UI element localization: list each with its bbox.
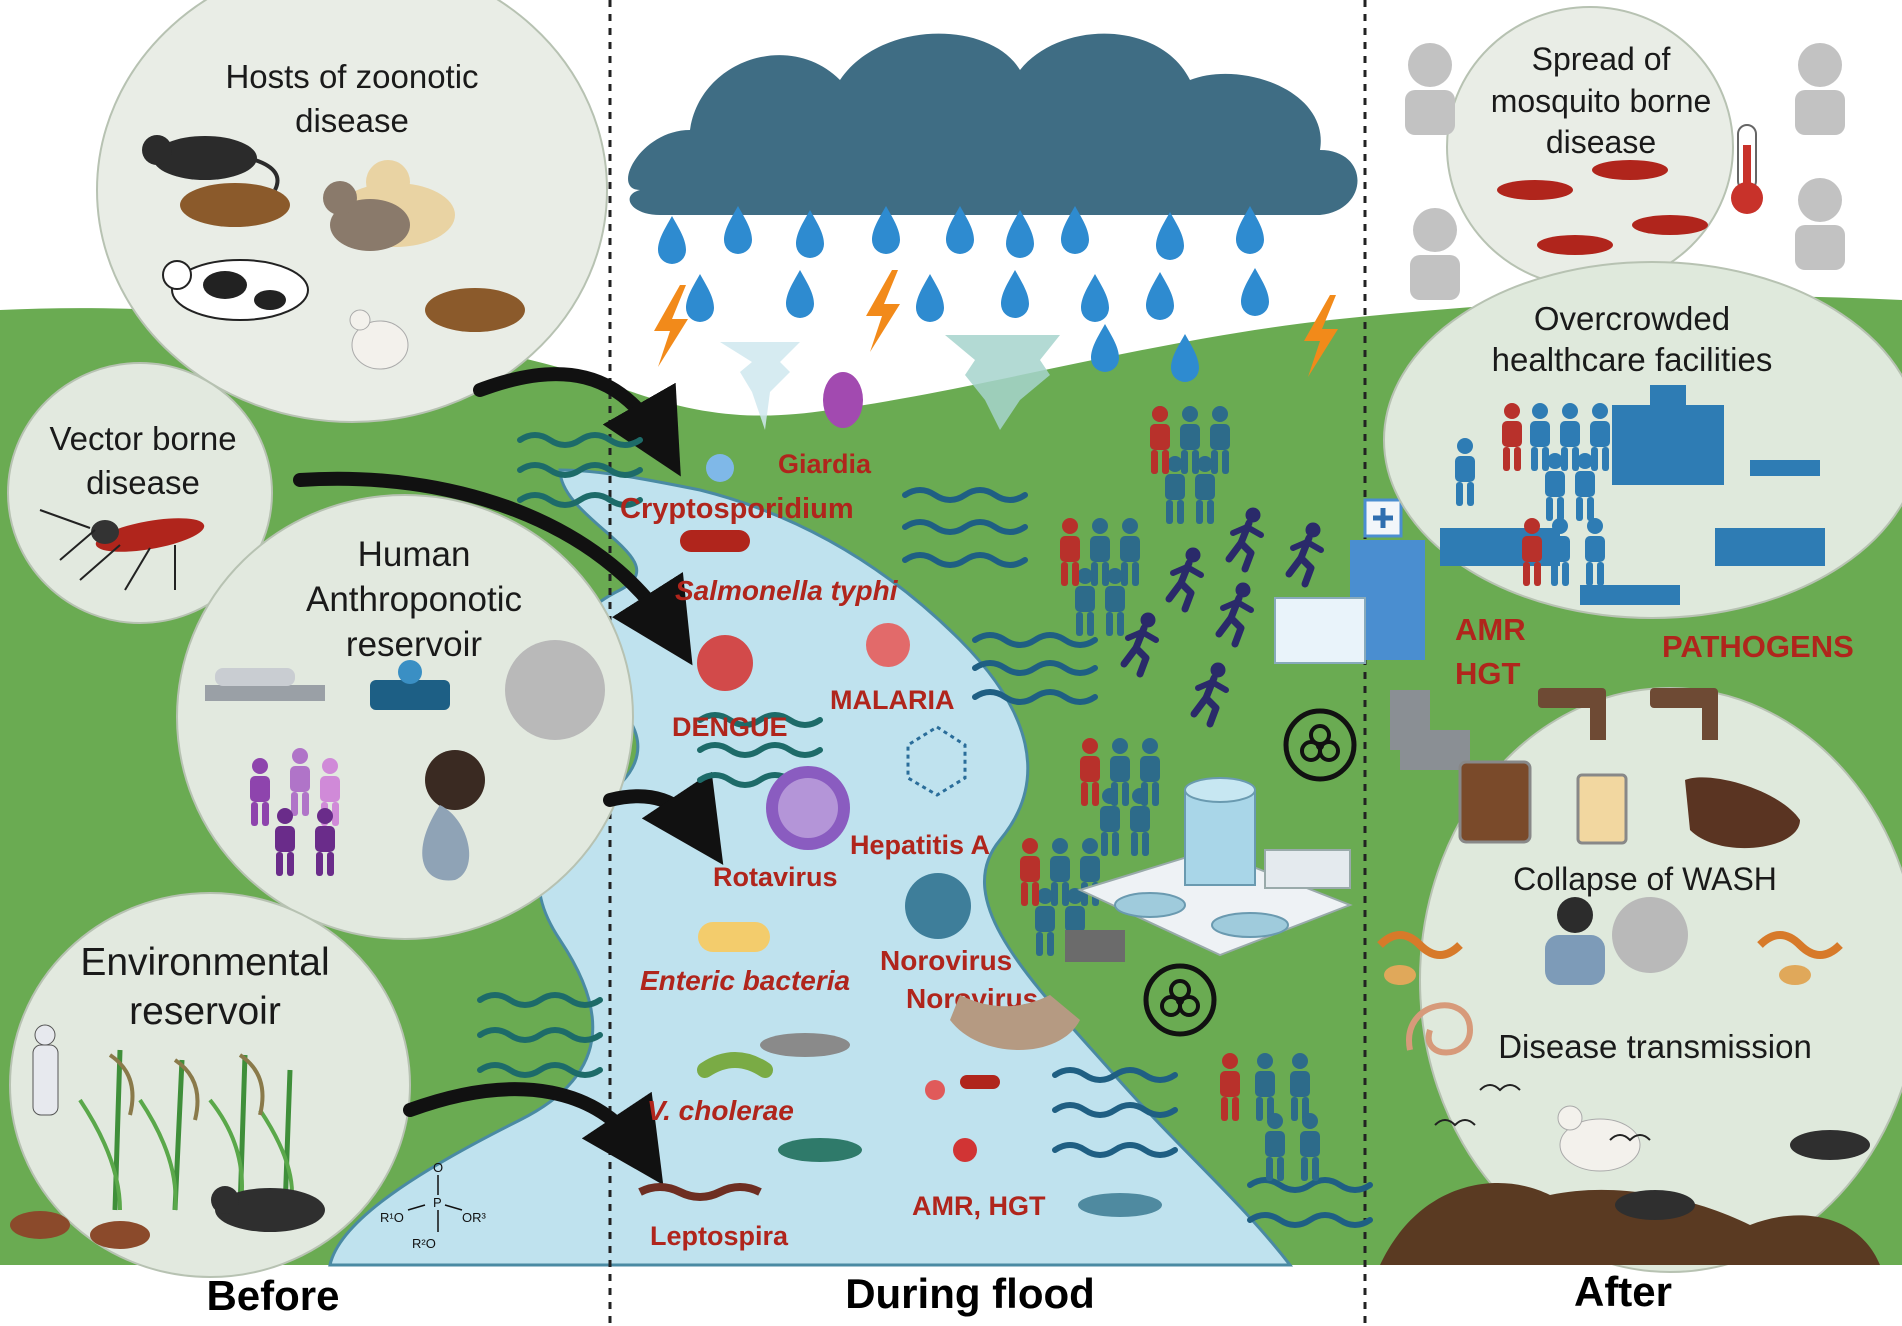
- environmental-bubble: [9, 892, 411, 1278]
- vector-label-1: Vector borne: [49, 420, 236, 457]
- environmental-label-1: Environmental: [80, 941, 329, 984]
- label-rotavirus: Rotavirus: [713, 862, 838, 892]
- zoonotic-animals: [142, 135, 525, 370]
- sick-people-icons: [1405, 43, 1845, 300]
- organophosphate-structure: O P R¹O OR³ R²O: [380, 1160, 487, 1251]
- vector-bubble: [7, 362, 273, 624]
- chem-r3: OR³: [462, 1210, 487, 1225]
- wash-icons: [1458, 760, 1800, 849]
- vector-label-2: disease: [86, 464, 200, 501]
- label-leptospira: Leptospira: [650, 1221, 789, 1251]
- treatment-plant: [1077, 777, 1353, 957]
- mosquito-swarm: [1497, 160, 1708, 255]
- wash-illness-icons: [1377, 897, 1843, 1056]
- pathogen-labels: Giardia Cryptosporidium Salmonella typhi…: [620, 449, 1046, 1251]
- anthroponotic-label-3: reservoir: [346, 625, 482, 664]
- phase-during: During flood: [845, 1270, 1095, 1317]
- after-pathogens: PATHOGENS: [1662, 629, 1854, 664]
- healthcare-label-2: healthcare facilities: [1492, 341, 1773, 378]
- after-amr: AMR: [1455, 612, 1526, 647]
- after-hgt: HGT: [1455, 656, 1521, 691]
- label-hepatitis: Hepatitis A: [850, 830, 990, 860]
- anthroponotic-icons: [205, 640, 605, 881]
- anthroponotic-label-2: Anthroponotic: [306, 580, 522, 619]
- mosquito-icon: [39, 509, 205, 591]
- transmission-label: Disease transmission: [1498, 1028, 1812, 1065]
- label-enteric: Enteric bacteria: [640, 965, 850, 996]
- zoonotic-label-1: Hosts of zoonotic: [225, 58, 478, 95]
- mosquito-label-1: Spread of: [1532, 41, 1671, 77]
- label-amr-hgt: AMR, HGT: [912, 1191, 1046, 1221]
- environmental-label-2: reservoir: [129, 990, 281, 1033]
- label-norovirus-1: Norovirus: [880, 945, 1012, 976]
- transmission-icons: [1380, 1084, 1880, 1265]
- environmental-icons: [10, 1024, 325, 1249]
- chem-r1: R¹O: [380, 1210, 404, 1225]
- mosquito-label-3: disease: [1546, 124, 1656, 160]
- mosquito-label-2: mosquito borne: [1491, 83, 1712, 119]
- tap-icons: [1538, 688, 1718, 740]
- hospital-building: [1274, 498, 1425, 664]
- label-cryptosporidium: Cryptosporidium: [620, 493, 854, 525]
- chem-o: O: [433, 1160, 443, 1175]
- chem-p: P: [433, 1195, 442, 1210]
- label-dengue: DENGUE: [672, 712, 788, 742]
- healthcare-icons: [1440, 385, 1825, 605]
- chem-r2: R²O: [412, 1236, 436, 1251]
- tornado-icon: [720, 335, 1060, 430]
- label-malaria: MALARIA: [830, 685, 954, 715]
- label-cholerae: V. cholerae: [647, 1095, 794, 1126]
- label-giardia: Giardia: [778, 449, 872, 479]
- storm-cloud: [628, 33, 1358, 215]
- label-salmonella: Salmonella typhi: [675, 575, 899, 606]
- zoonotic-label-2: disease: [295, 102, 409, 139]
- pathogen-icons: [638, 372, 1162, 1217]
- flow-arrows: [293, 367, 724, 1185]
- wash-label: Collapse of WASH: [1513, 861, 1777, 897]
- anthroponotic-label-1: Human: [358, 535, 471, 574]
- phase-before: Before: [206, 1272, 339, 1319]
- thermometer-icon: [1731, 124, 1763, 214]
- phase-after: After: [1574, 1268, 1672, 1315]
- sewage-outlet: [950, 690, 1470, 1050]
- healthcare-label-1: Overcrowded: [1534, 300, 1730, 337]
